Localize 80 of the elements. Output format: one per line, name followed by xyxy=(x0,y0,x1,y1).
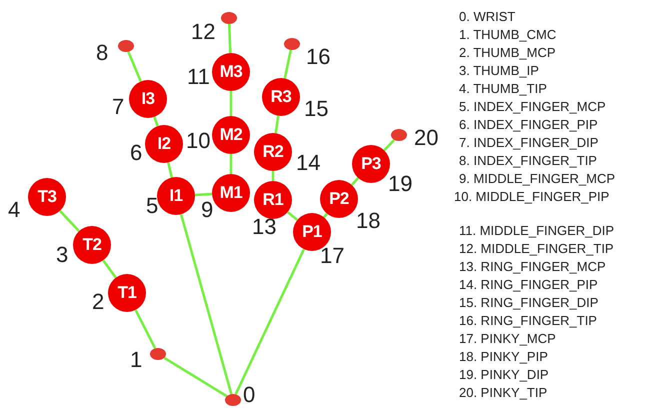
landmark-name: 8. INDEX_FINGER_TIP xyxy=(459,154,597,167)
joint-circle: P3 xyxy=(352,145,390,183)
connector-line xyxy=(127,51,142,82)
landmark-number: 2 xyxy=(92,291,104,313)
joint-dot xyxy=(225,394,241,406)
landmark-name: 2. THUMB_MCP xyxy=(459,46,556,59)
landmark-name: 11. MIDDLE_FINGER_DIP xyxy=(459,224,614,237)
connector-line xyxy=(272,171,274,181)
landmark-number: 4 xyxy=(8,199,20,221)
landmark-number: 20 xyxy=(414,127,438,149)
joint-circle: T3 xyxy=(28,178,66,216)
landmark-name: 13. RING_FINGER_MCP xyxy=(459,260,606,273)
connector-line xyxy=(383,138,396,152)
landmark-number: 12 xyxy=(191,21,216,43)
connector-line xyxy=(350,177,360,186)
joint-dot xyxy=(118,40,134,52)
landmark-number: 8 xyxy=(96,42,108,64)
connector-line xyxy=(230,91,232,116)
landmark-name: 6. INDEX_FINGER_PIP xyxy=(459,118,598,131)
connector-line xyxy=(167,162,173,178)
landmark-name: 19. PINKY_DIP xyxy=(459,368,549,381)
landmark-number: 7 xyxy=(112,96,124,118)
joint-circle: M3 xyxy=(212,53,250,91)
connector-line xyxy=(164,356,228,398)
landmark-name: 1. THUMB_CMC xyxy=(459,28,556,41)
joint-circle: I2 xyxy=(145,125,183,163)
landmark-number: 5 xyxy=(146,195,158,217)
landmark-number: 15 xyxy=(304,98,328,120)
connector-line xyxy=(230,154,232,174)
joint-circle: R1 xyxy=(254,181,292,219)
connector-line xyxy=(134,309,156,349)
landmark-number: 9 xyxy=(201,199,214,221)
landmark-name: 0. WRIST xyxy=(459,10,516,23)
landmark-number: 16 xyxy=(306,46,330,68)
landmark-name: 3. THUMB_IP xyxy=(459,64,539,77)
landmark-name: 15. RING_FINGER_DIP xyxy=(459,296,598,309)
landmark-name: 7. INDEX_FINGER_DIP xyxy=(459,136,598,149)
landmark-name: 17. PINKY_MCP xyxy=(459,332,556,345)
connector-line xyxy=(153,116,159,127)
landmark-name: 4. THUMB_TIP xyxy=(459,82,547,95)
landmark-name: 14. RING_FINGER_PIP xyxy=(459,278,598,291)
joint-circle: T1 xyxy=(108,274,146,312)
connector-line xyxy=(274,116,280,134)
connector-line xyxy=(194,192,212,196)
joint-dot xyxy=(150,348,166,360)
joint-dot xyxy=(391,129,407,141)
landmark-name: 5. INDEX_FINGER_MCP xyxy=(459,100,606,113)
connector-line xyxy=(284,50,292,79)
landmark-number: 10 xyxy=(186,130,210,152)
landmark-name: 18. PINKY_PIP xyxy=(459,350,548,363)
joint-circle: R3 xyxy=(262,78,300,116)
connector-line xyxy=(228,24,232,54)
connector-line xyxy=(234,248,306,395)
landmark-number: 3 xyxy=(56,244,68,266)
connector-line xyxy=(102,260,117,278)
landmark-name: 12. MIDDLE_FINGER_TIP xyxy=(459,242,614,255)
joint-dot xyxy=(221,12,237,24)
joint-circle: M1 xyxy=(212,174,250,212)
landmark-name: 20. PINKY_TIP xyxy=(459,386,548,399)
joint-circle: I1 xyxy=(157,177,195,215)
landmark-number: 18 xyxy=(356,210,380,232)
landmark-number: 13 xyxy=(252,216,276,238)
landmark-name: 16. RING_FINGER_TIP xyxy=(459,314,597,327)
joint-circle: R2 xyxy=(254,133,292,171)
landmark-number: 19 xyxy=(388,173,412,195)
joint-circle: T2 xyxy=(73,226,111,264)
landmark-number: 1 xyxy=(130,349,142,371)
joint-circle: P2 xyxy=(320,180,358,218)
landmark-number: 11 xyxy=(187,66,210,88)
landmark-number: 0 xyxy=(243,384,256,406)
landmark-name: 9. MIDDLE_FINGER_MCP xyxy=(459,172,616,185)
landmark-number: 6 xyxy=(130,142,142,164)
connector-line xyxy=(59,210,80,232)
joint-circle: M2 xyxy=(212,116,250,154)
landmark-name: 10. MIDDLE_FINGER_PIP xyxy=(454,190,610,203)
connector-line xyxy=(286,211,298,221)
joint-circle: I3 xyxy=(129,80,167,118)
joint-dot xyxy=(284,38,300,50)
landmark-number: 14 xyxy=(296,152,320,174)
connector-line xyxy=(180,214,233,394)
